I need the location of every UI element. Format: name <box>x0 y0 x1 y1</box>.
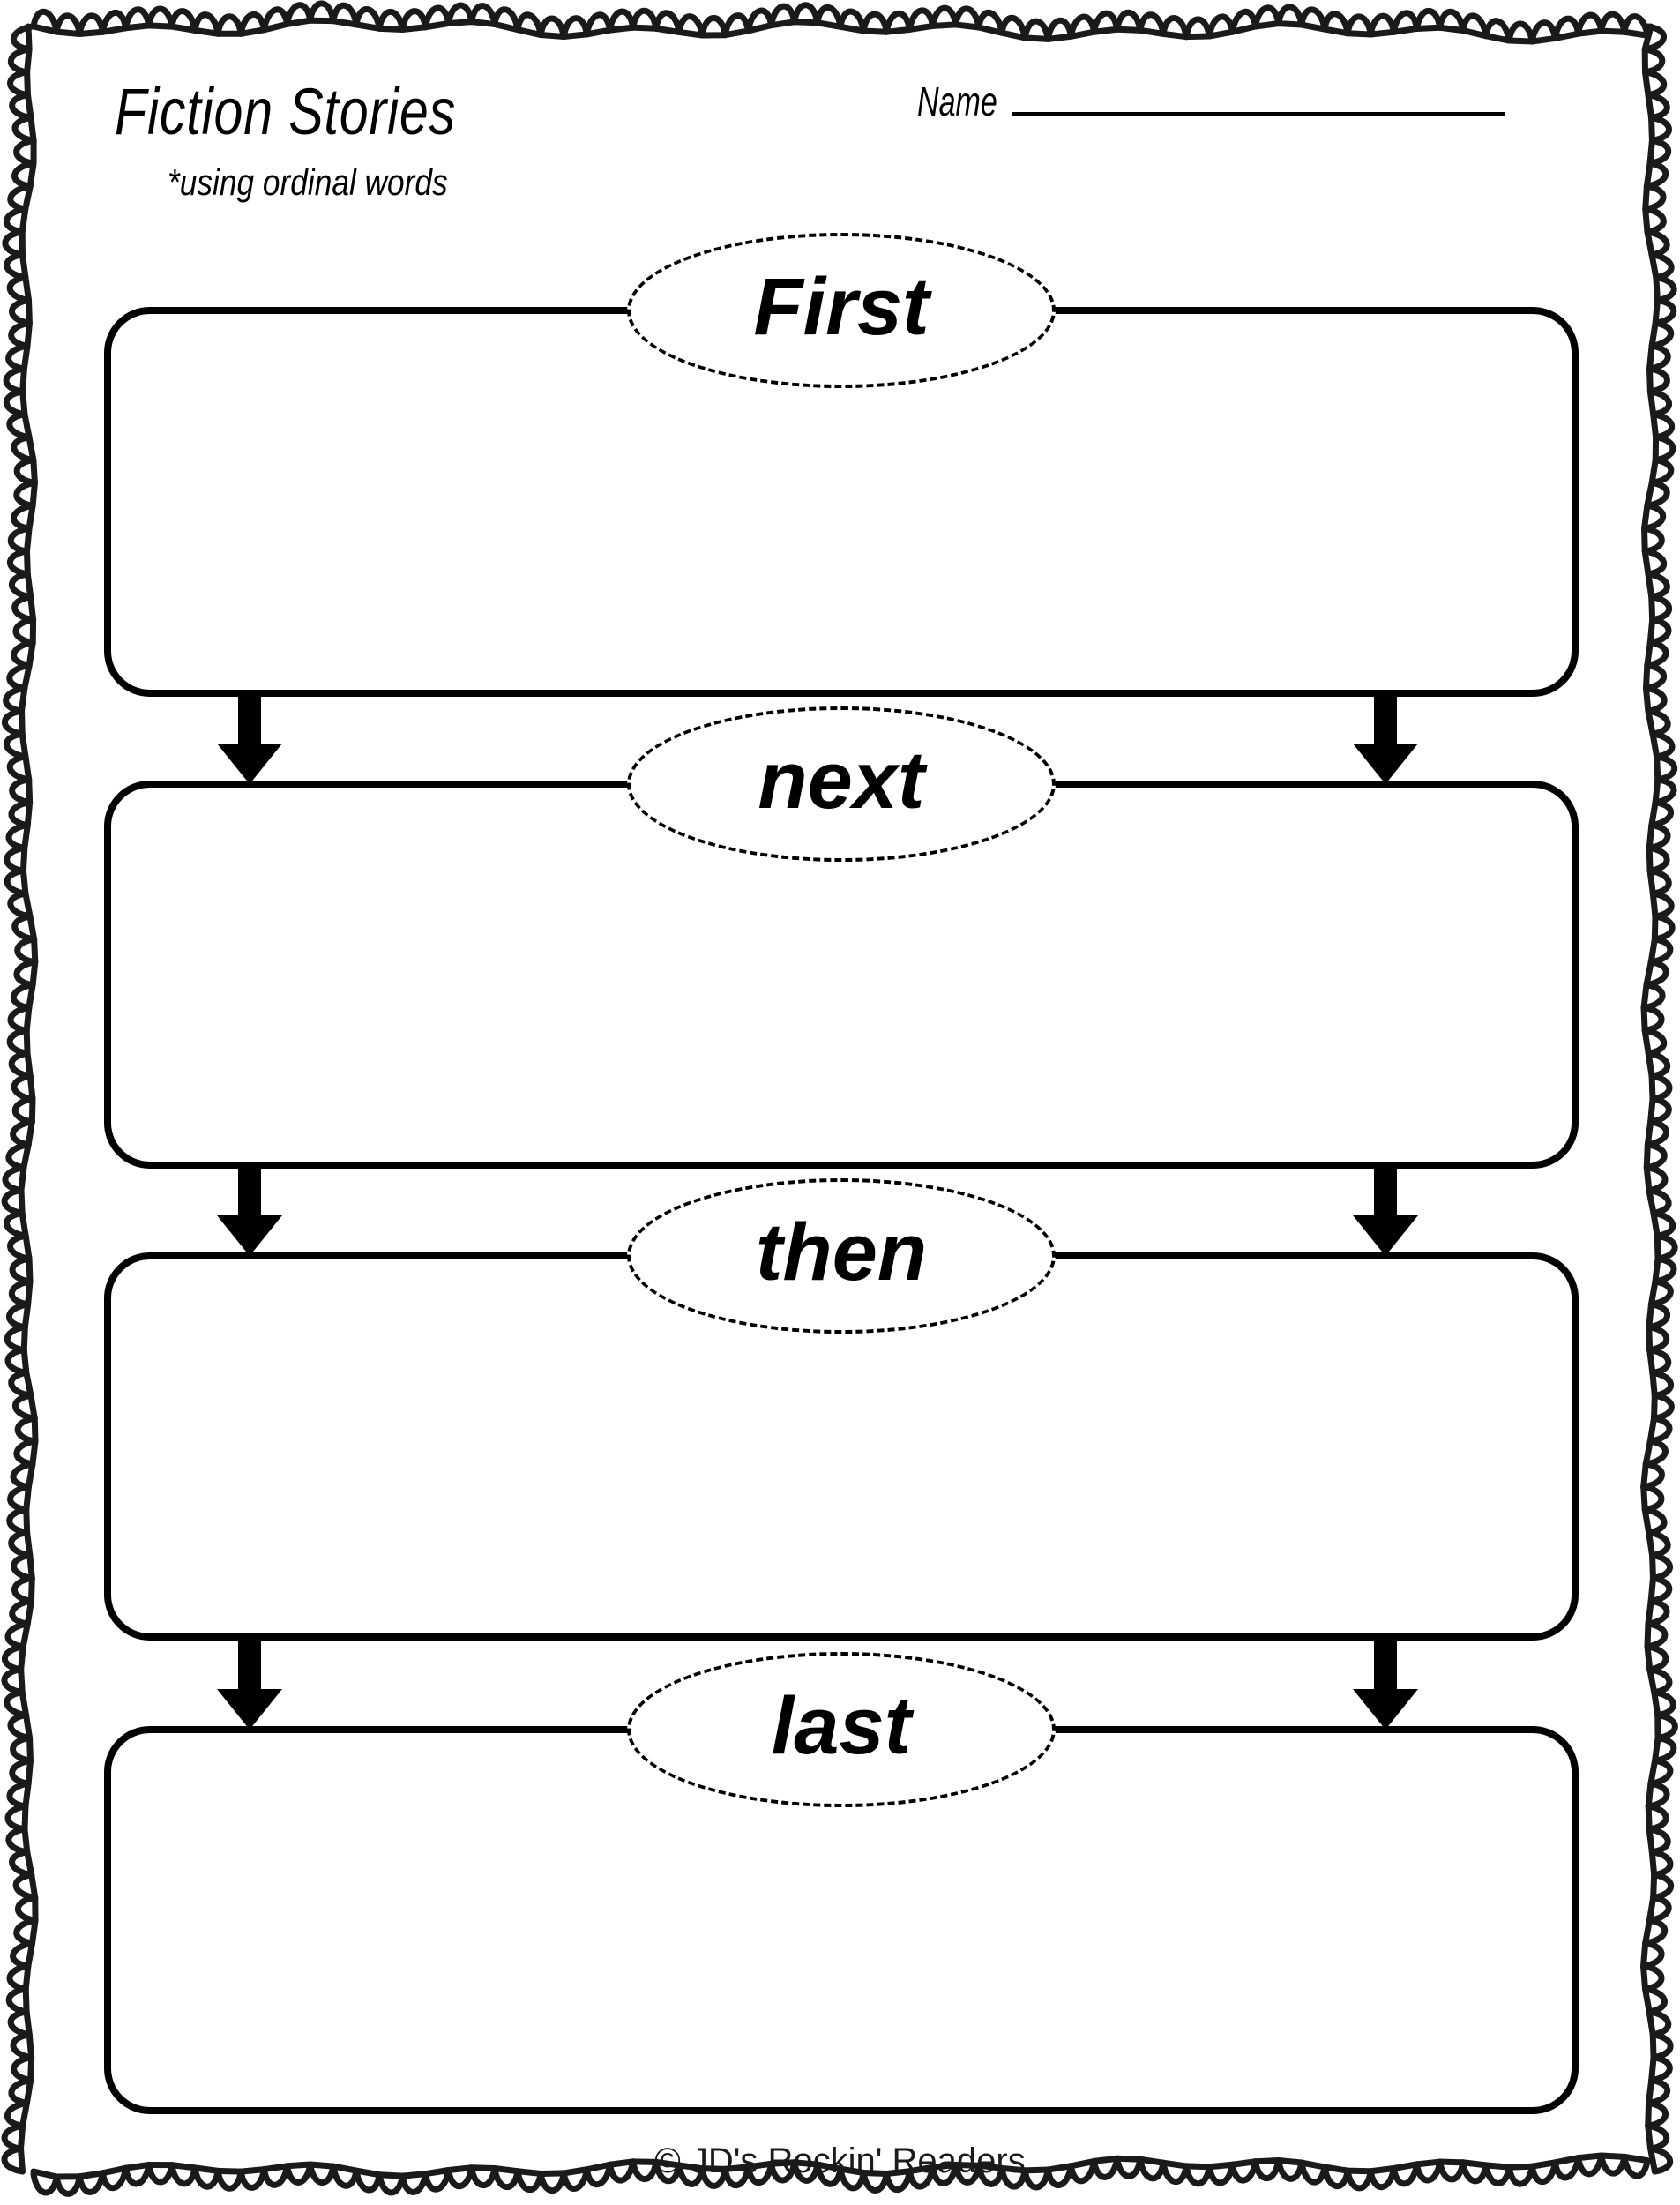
flow-arrow-2-right <box>1352 1637 1418 1730</box>
response-box-next[interactable] <box>104 781 1579 1169</box>
ordinal-label: First <box>753 262 930 352</box>
page-subtitle: *using ordinal words <box>168 161 448 203</box>
ordinal-oval-last: last <box>627 1652 1056 1807</box>
arrow-head <box>217 1689 283 1730</box>
name-label: Name <box>917 78 997 124</box>
arrow-shaft <box>238 693 262 747</box>
flow-arrow-1-left <box>217 1165 283 1256</box>
title-block: Fiction Stories *using ordinal words <box>115 79 541 201</box>
ordinal-oval-then: then <box>627 1178 1056 1334</box>
arrow-head <box>1352 1689 1418 1730</box>
worksheet-header: Fiction Stories *using ordinal words Nam… <box>0 0 1680 265</box>
ordinal-label: then <box>755 1207 928 1297</box>
arrow-head <box>1352 1215 1418 1256</box>
ordinal-oval-first: First <box>627 233 1056 388</box>
name-input-line[interactable] <box>1011 112 1505 116</box>
flow-arrow-0-left <box>217 693 283 784</box>
copyright-notice: © JD's Rockin' Readers <box>654 2141 1026 2180</box>
flow-arrow-1-right <box>1352 1165 1418 1256</box>
arrow-shaft <box>238 1165 262 1219</box>
name-field-group[interactable]: Name <box>917 81 1505 122</box>
arrow-head <box>217 1215 283 1256</box>
arrow-shaft <box>1373 1637 1397 1693</box>
flow-step-last: last <box>104 1652 1579 2114</box>
flow-step-next: next <box>104 706 1579 1169</box>
ordinal-oval-next: next <box>627 706 1056 862</box>
flow-arrow-0-right <box>1352 693 1418 784</box>
arrow-head <box>1352 744 1418 784</box>
flow-arrow-2-left <box>217 1637 283 1730</box>
arrow-shaft <box>1373 693 1397 747</box>
arrow-head <box>217 744 283 784</box>
arrow-shaft <box>238 1637 262 1693</box>
page-title: Fiction Stories <box>115 75 457 148</box>
arrow-shaft <box>1373 1165 1397 1219</box>
ordinal-label: last <box>771 1681 912 1771</box>
flow-step-first: First <box>104 233 1579 697</box>
flow-step-then: then <box>104 1178 1579 1641</box>
ordinal-label: next <box>758 736 925 826</box>
